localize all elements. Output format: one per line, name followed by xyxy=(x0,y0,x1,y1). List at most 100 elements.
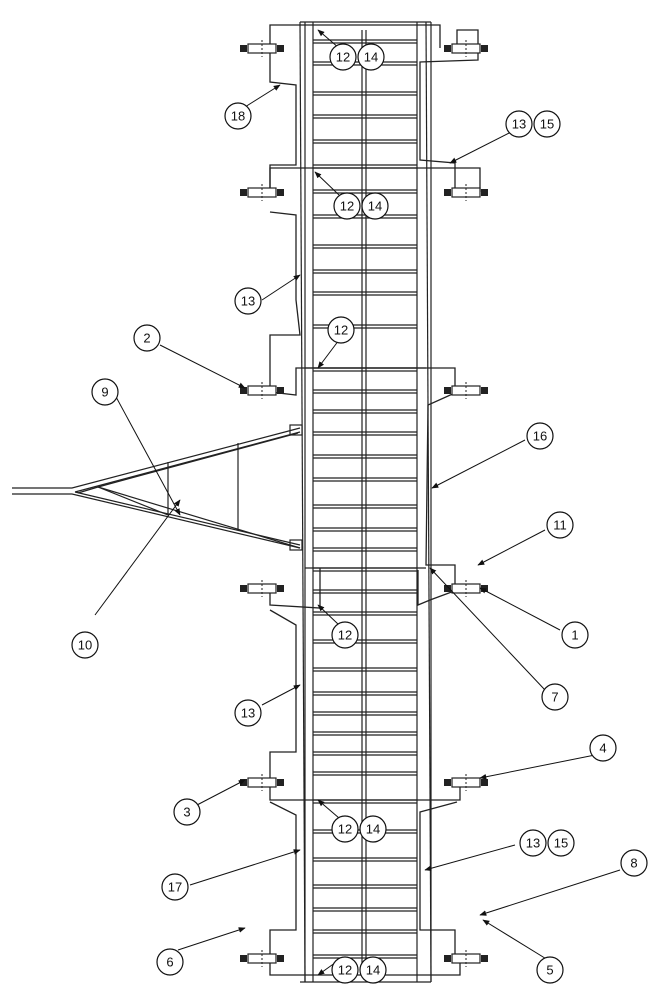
leader-line xyxy=(261,274,301,301)
callout-circle xyxy=(173,798,201,826)
hose xyxy=(269,367,456,396)
callout-label: 12 xyxy=(336,50,350,65)
cylinder-group xyxy=(240,40,488,967)
callout-circle xyxy=(536,956,564,984)
callout-12: 12 xyxy=(331,956,359,984)
callout-circle xyxy=(331,621,359,649)
callout-2: 2 xyxy=(133,324,161,352)
callout-circle xyxy=(329,43,357,71)
hose xyxy=(417,570,458,606)
cylinder-icon xyxy=(240,184,284,201)
callout-circle xyxy=(361,192,389,220)
callout-circle xyxy=(620,849,648,877)
callout-12: 12 xyxy=(327,316,355,344)
callout-label: 16 xyxy=(533,429,547,444)
hose xyxy=(269,609,297,780)
callout-circle xyxy=(234,287,262,315)
callout-circle xyxy=(359,956,387,984)
callout-14: 14 xyxy=(359,956,387,984)
leader-line xyxy=(317,799,340,819)
callout-circle xyxy=(547,829,575,857)
hose xyxy=(269,780,461,801)
leader-line xyxy=(314,171,340,196)
callout-label: 9 xyxy=(101,385,108,400)
tongue-mount xyxy=(289,424,303,436)
callout-label: 3 xyxy=(183,805,190,820)
callout-7: 7 xyxy=(541,683,569,711)
callout-label: 12 xyxy=(340,199,354,214)
frame-rail xyxy=(299,21,306,983)
callout-label: 6 xyxy=(166,955,173,970)
leader-line xyxy=(431,439,526,489)
callout-13: 13 xyxy=(505,110,533,138)
leader-line xyxy=(424,844,516,872)
callout-circle xyxy=(333,192,361,220)
callout-3: 3 xyxy=(173,798,201,826)
callout-label: 14 xyxy=(368,199,382,214)
callout-label: 14 xyxy=(366,963,380,978)
callout-circle xyxy=(526,422,554,450)
callout-label: 8 xyxy=(630,856,637,871)
tongue-beam xyxy=(97,486,301,549)
callout-circle xyxy=(331,956,359,984)
callout-circle xyxy=(161,873,189,901)
callout-circle xyxy=(533,110,561,138)
tongue-beam xyxy=(74,491,301,546)
leader-line xyxy=(189,849,301,886)
hose xyxy=(269,801,297,955)
callout-circle xyxy=(234,699,262,727)
callout-12: 12 xyxy=(329,43,357,71)
callout-14: 14 xyxy=(357,43,385,71)
callout-label: 10 xyxy=(78,638,92,653)
cylinder-icon xyxy=(240,40,284,57)
tongue-beam xyxy=(12,427,301,489)
callout-16: 16 xyxy=(526,422,554,450)
callout-circle xyxy=(133,324,161,352)
callout-label: 15 xyxy=(554,836,568,851)
hitch-tongue xyxy=(12,424,303,551)
callout-12: 12 xyxy=(331,621,359,649)
callout-4: 4 xyxy=(589,734,617,762)
callout-circle xyxy=(71,631,99,659)
tongue-beam xyxy=(12,493,301,549)
callout-circle xyxy=(541,683,569,711)
callout-11: 11 xyxy=(546,511,574,539)
cylinder-icon xyxy=(240,950,284,967)
hose xyxy=(269,50,297,190)
leader-line xyxy=(479,587,561,631)
callout-circle xyxy=(224,102,252,130)
tongue-mount xyxy=(289,539,303,551)
hose xyxy=(269,211,301,390)
callout-15: 15 xyxy=(547,829,575,857)
leader-line xyxy=(449,129,516,164)
leader-line xyxy=(482,919,549,961)
callout-label: 13 xyxy=(512,117,526,132)
cylinder-icon xyxy=(444,382,488,399)
callout-label: 13 xyxy=(526,836,540,851)
callout-label: 17 xyxy=(168,880,182,895)
callout-label: 15 xyxy=(540,117,554,132)
callout-circle xyxy=(357,43,385,71)
cylinder-icon xyxy=(444,950,488,967)
leader-line xyxy=(114,394,181,516)
tongue-beam xyxy=(77,432,299,494)
callout-12: 12 xyxy=(333,192,361,220)
hose xyxy=(425,391,458,590)
tongue-brace xyxy=(97,486,169,516)
callout-13: 13 xyxy=(234,699,262,727)
leader-line xyxy=(429,567,546,691)
leader-line xyxy=(317,339,340,369)
callout-5: 5 xyxy=(536,956,564,984)
cylinder-icon xyxy=(444,774,488,791)
callout-9: 9 xyxy=(91,378,119,406)
leader-line xyxy=(317,29,340,49)
callout-label: 14 xyxy=(366,822,380,837)
hose xyxy=(269,24,441,48)
callout-14: 14 xyxy=(361,192,389,220)
leader-line xyxy=(477,529,546,566)
callout-circle xyxy=(91,378,119,406)
leader-line xyxy=(196,779,246,806)
callout-label: 14 xyxy=(364,50,378,65)
callout-label: 4 xyxy=(599,741,606,756)
